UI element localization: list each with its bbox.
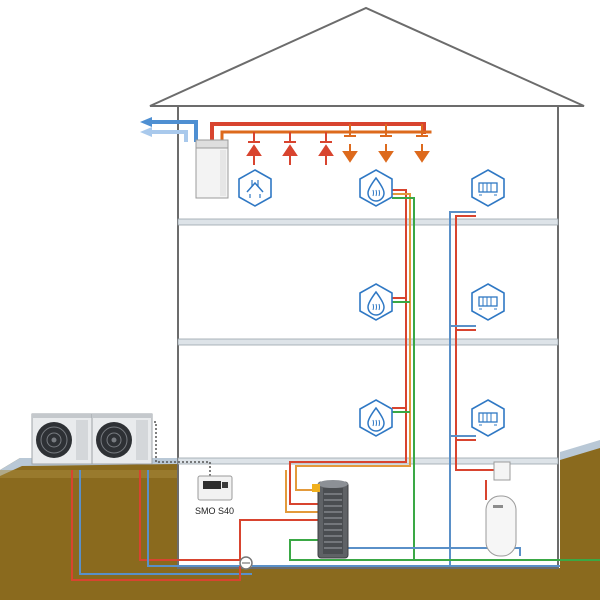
controller-label: SMO S40 — [195, 506, 234, 516]
heat-pump-1 — [31, 413, 93, 465]
water-heater — [485, 461, 517, 557]
radiator-icon — [471, 399, 505, 437]
buffer-tank — [312, 480, 349, 559]
ventilation-ducts — [140, 117, 432, 142]
basement-piping — [71, 421, 600, 581]
hot-water-icon — [359, 283, 393, 321]
ventilation-heat-recovery-icon — [238, 169, 272, 207]
supply-air-outlets — [246, 132, 334, 165]
ventilation-unit — [195, 139, 229, 199]
radiator-icon — [471, 283, 505, 321]
heat-pump-2 — [91, 413, 153, 465]
hot-water-icon — [359, 399, 393, 437]
hot-water-icon — [359, 169, 393, 207]
controller-smo-s40: SMO S40 — [195, 475, 234, 516]
extract-air-outlets — [342, 124, 430, 163]
roof — [149, 6, 585, 107]
mixing-valve — [239, 556, 253, 570]
radiator-risers — [449, 211, 500, 566]
radiator-icon — [471, 169, 505, 207]
